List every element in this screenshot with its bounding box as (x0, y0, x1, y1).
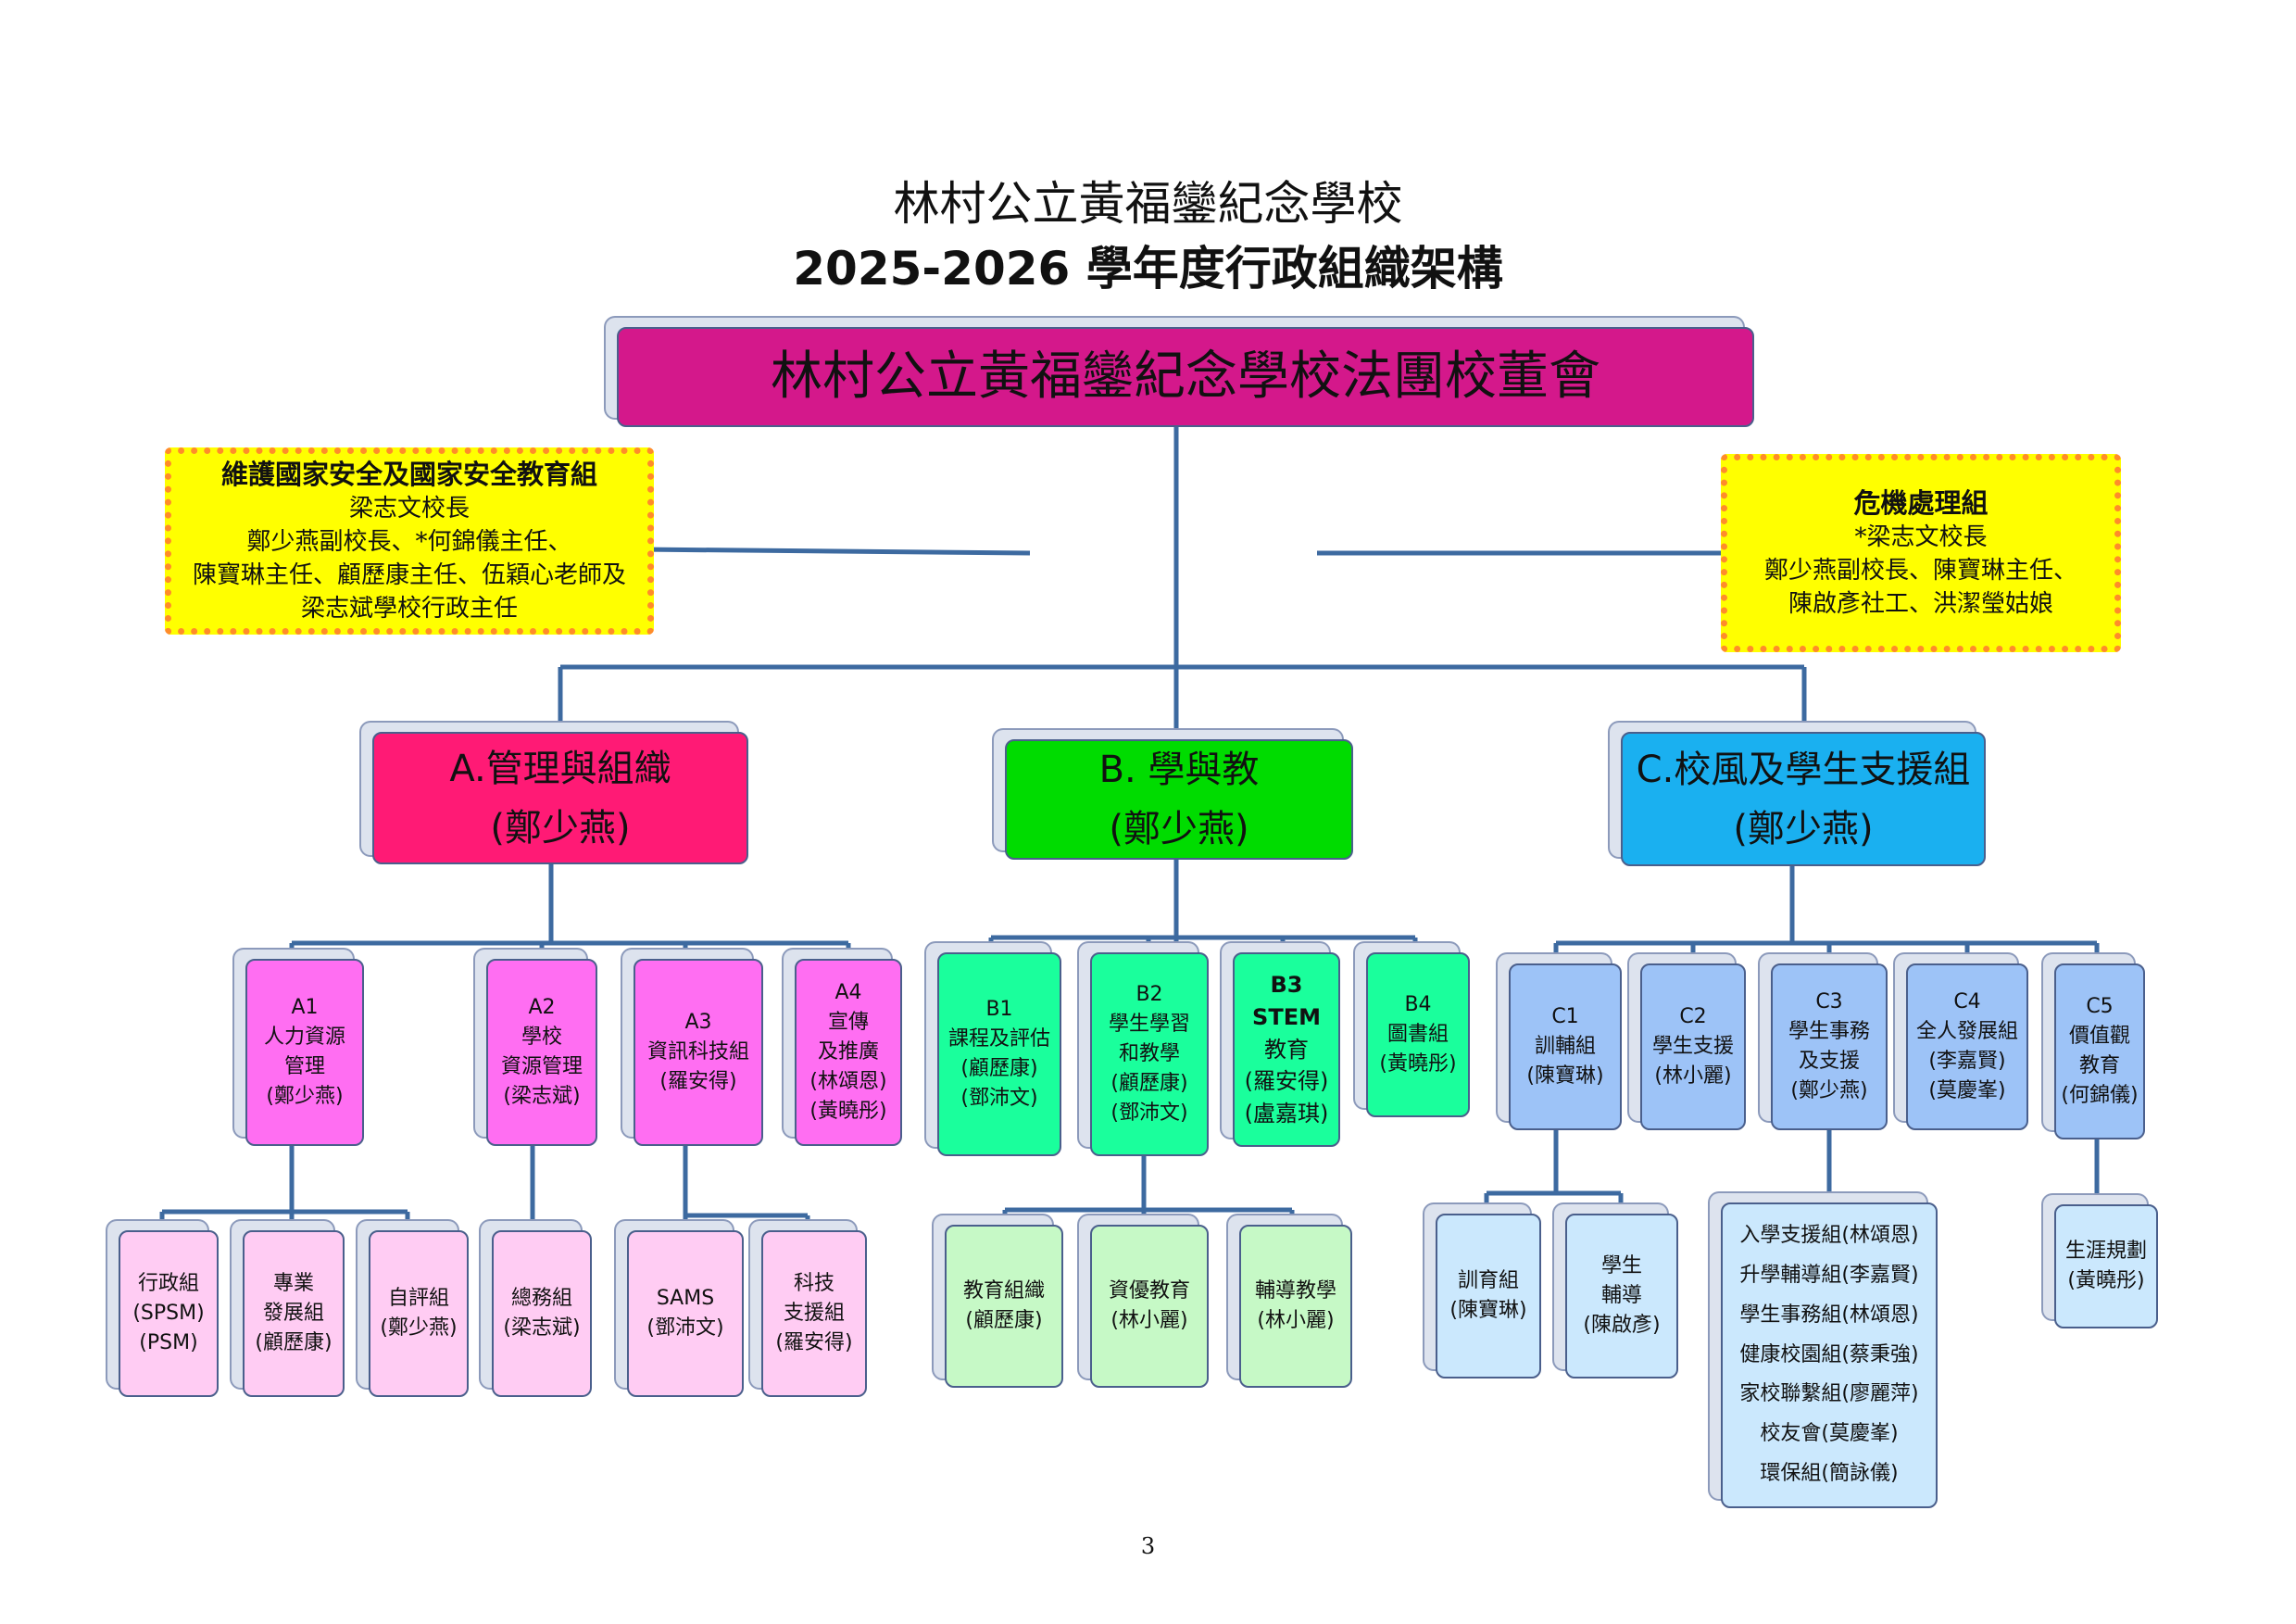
note-line: *梁志文校長 (1854, 523, 1988, 552)
national-security-group-box: 維護國家安全及國家安全教育組 梁志文校長 鄭少燕副校長、*何錦儀主任、 陳寶琳主… (165, 447, 654, 635)
chart-title: 2025-2026 學年度行政組織架構 (793, 242, 1503, 296)
division-head: (鄭少燕) (490, 806, 631, 850)
leaf-sams-box: SAMS(鄧沛文) (627, 1230, 744, 1397)
division-c-box: C.校風及學生支援組 (鄭少燕) (1621, 732, 1986, 866)
division-name: A.管理與組織 (449, 747, 671, 790)
leaf-gifted-edu-box: 資優教育(林小麗) (1090, 1225, 1209, 1388)
leaf-admin-box: 行政組(SPSM)(PSM) (119, 1230, 219, 1397)
division-head: (鄭少燕) (1109, 808, 1249, 850)
leaf-tech-support-box: 科技支援組(羅安得) (761, 1230, 867, 1397)
division-head: (鄭少燕) (1733, 807, 1874, 850)
note-title: 危機處理組 (1853, 487, 1989, 520)
leaf-counselling-box: 學生輔導(陳啟彥) (1565, 1214, 1678, 1379)
note-line: 梁志斌學校行政主任 (300, 594, 518, 623)
board-box: 林村公立黃福鑾紀念學校法團校董會 (617, 327, 1754, 427)
c3-subgroups-box: 入學支援組(林頌恩) 升學輔導組(李嘉賢) 學生事務組(林頌恩) 健康校園組(蔡… (1721, 1202, 1938, 1508)
leaf-career-planning-box: 生涯規劃(黃曉彤) (2054, 1204, 2158, 1328)
note-line: 鄭少燕副校長、*何錦儀主任、 (246, 528, 572, 557)
note-title: 維護國家安全及國家安全教育組 (220, 459, 597, 491)
leaf-self-eval-box: 自評組(鄭少燕) (369, 1230, 469, 1397)
leaf-general-affairs-box: 總務組(梁志斌) (492, 1230, 592, 1397)
division-b-box: B. 學與教 (鄭少燕) (1005, 739, 1353, 860)
note-line: 梁志文校長 (348, 495, 470, 523)
school-title: 林村公立黃福鑾紀念學校 (893, 177, 1403, 231)
leaf-tutoring-box: 輔導教學(林小麗) (1239, 1225, 1352, 1388)
crisis-group-box: 危機處理組 *梁志文校長 鄭少燕副校長、陳寶琳主任、 陳啟彥社工、洪潔瑩姑娘 (1721, 454, 2121, 652)
note-line: 陳啟彥社工、洪潔瑩姑娘 (1788, 589, 2053, 618)
connector-line (638, 547, 1031, 556)
note-line: 鄭少燕副校長、陳寶琳主任、 (1763, 557, 2077, 585)
leaf-discipline-box: 訓育組(陳寶琳) (1436, 1214, 1541, 1379)
page-number: 3 (1140, 1533, 1156, 1559)
leaf-prof-dev-box: 專業發展組(顧歷康) (243, 1230, 345, 1397)
board-label: 林村公立黃福鑾紀念學校法團校董會 (771, 346, 1600, 408)
leaf-edu-org-box: 教育組織(顧歷康) (945, 1225, 1063, 1388)
division-name: B. 學與教 (1098, 749, 1260, 791)
division-a-box: A.管理與組織 (鄭少燕) (372, 732, 748, 864)
division-name: C.校風及學生支援組 (1636, 748, 1971, 791)
note-line: 陳寶琳主任、顧歷康主任、伍穎心老師及 (192, 561, 626, 589)
